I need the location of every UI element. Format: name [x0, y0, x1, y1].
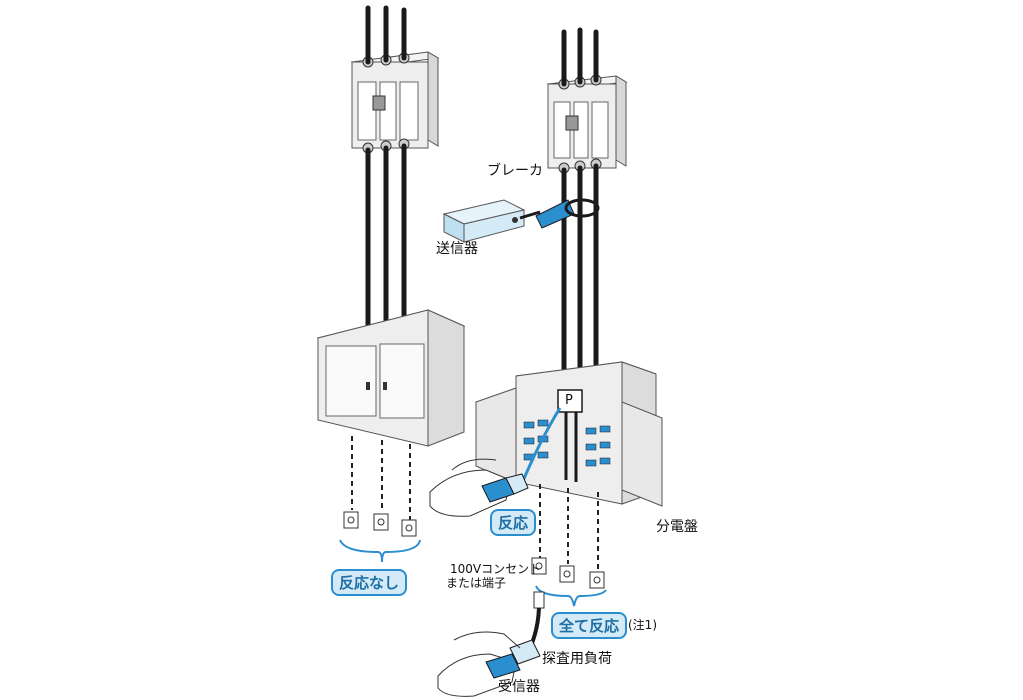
- note-label: (注1): [628, 618, 657, 632]
- breaker-label: ブレーカ: [487, 163, 543, 179]
- all-response-badge: 全て反応: [551, 612, 628, 639]
- distribution-board-label: 分電盤: [656, 519, 698, 535]
- outlet-label-line2: または端子: [446, 576, 507, 590]
- p-marker-label: P: [565, 393, 573, 408]
- probe-load: [509, 591, 545, 665]
- right-brace: [535, 585, 607, 607]
- transmitter-device: [442, 198, 600, 243]
- response-badge: 反応: [490, 509, 537, 536]
- left-breaker: [350, 51, 440, 154]
- left-brace: [339, 539, 421, 563]
- receiver-label: 受信器: [498, 679, 540, 695]
- outlet-label-line1: 100Vコンセント: [450, 562, 542, 576]
- left-dashed-lines: [351, 436, 411, 520]
- left-wires: [365, 5, 407, 333]
- right-breaker: [546, 74, 628, 174]
- transmitter-label: 送信器: [436, 241, 478, 257]
- hand-receiver-upper: [429, 458, 529, 517]
- probe-load-label: 探査用負荷: [542, 651, 612, 667]
- left-outlets: [343, 511, 417, 537]
- right-outlets: [531, 557, 605, 589]
- right-dashed-lines: [539, 484, 599, 570]
- no-response-badge: 反応なし: [331, 569, 408, 596]
- hand-receiver-lower: [437, 631, 521, 697]
- distribution-board: [475, 361, 663, 507]
- left-panel: [316, 309, 466, 447]
